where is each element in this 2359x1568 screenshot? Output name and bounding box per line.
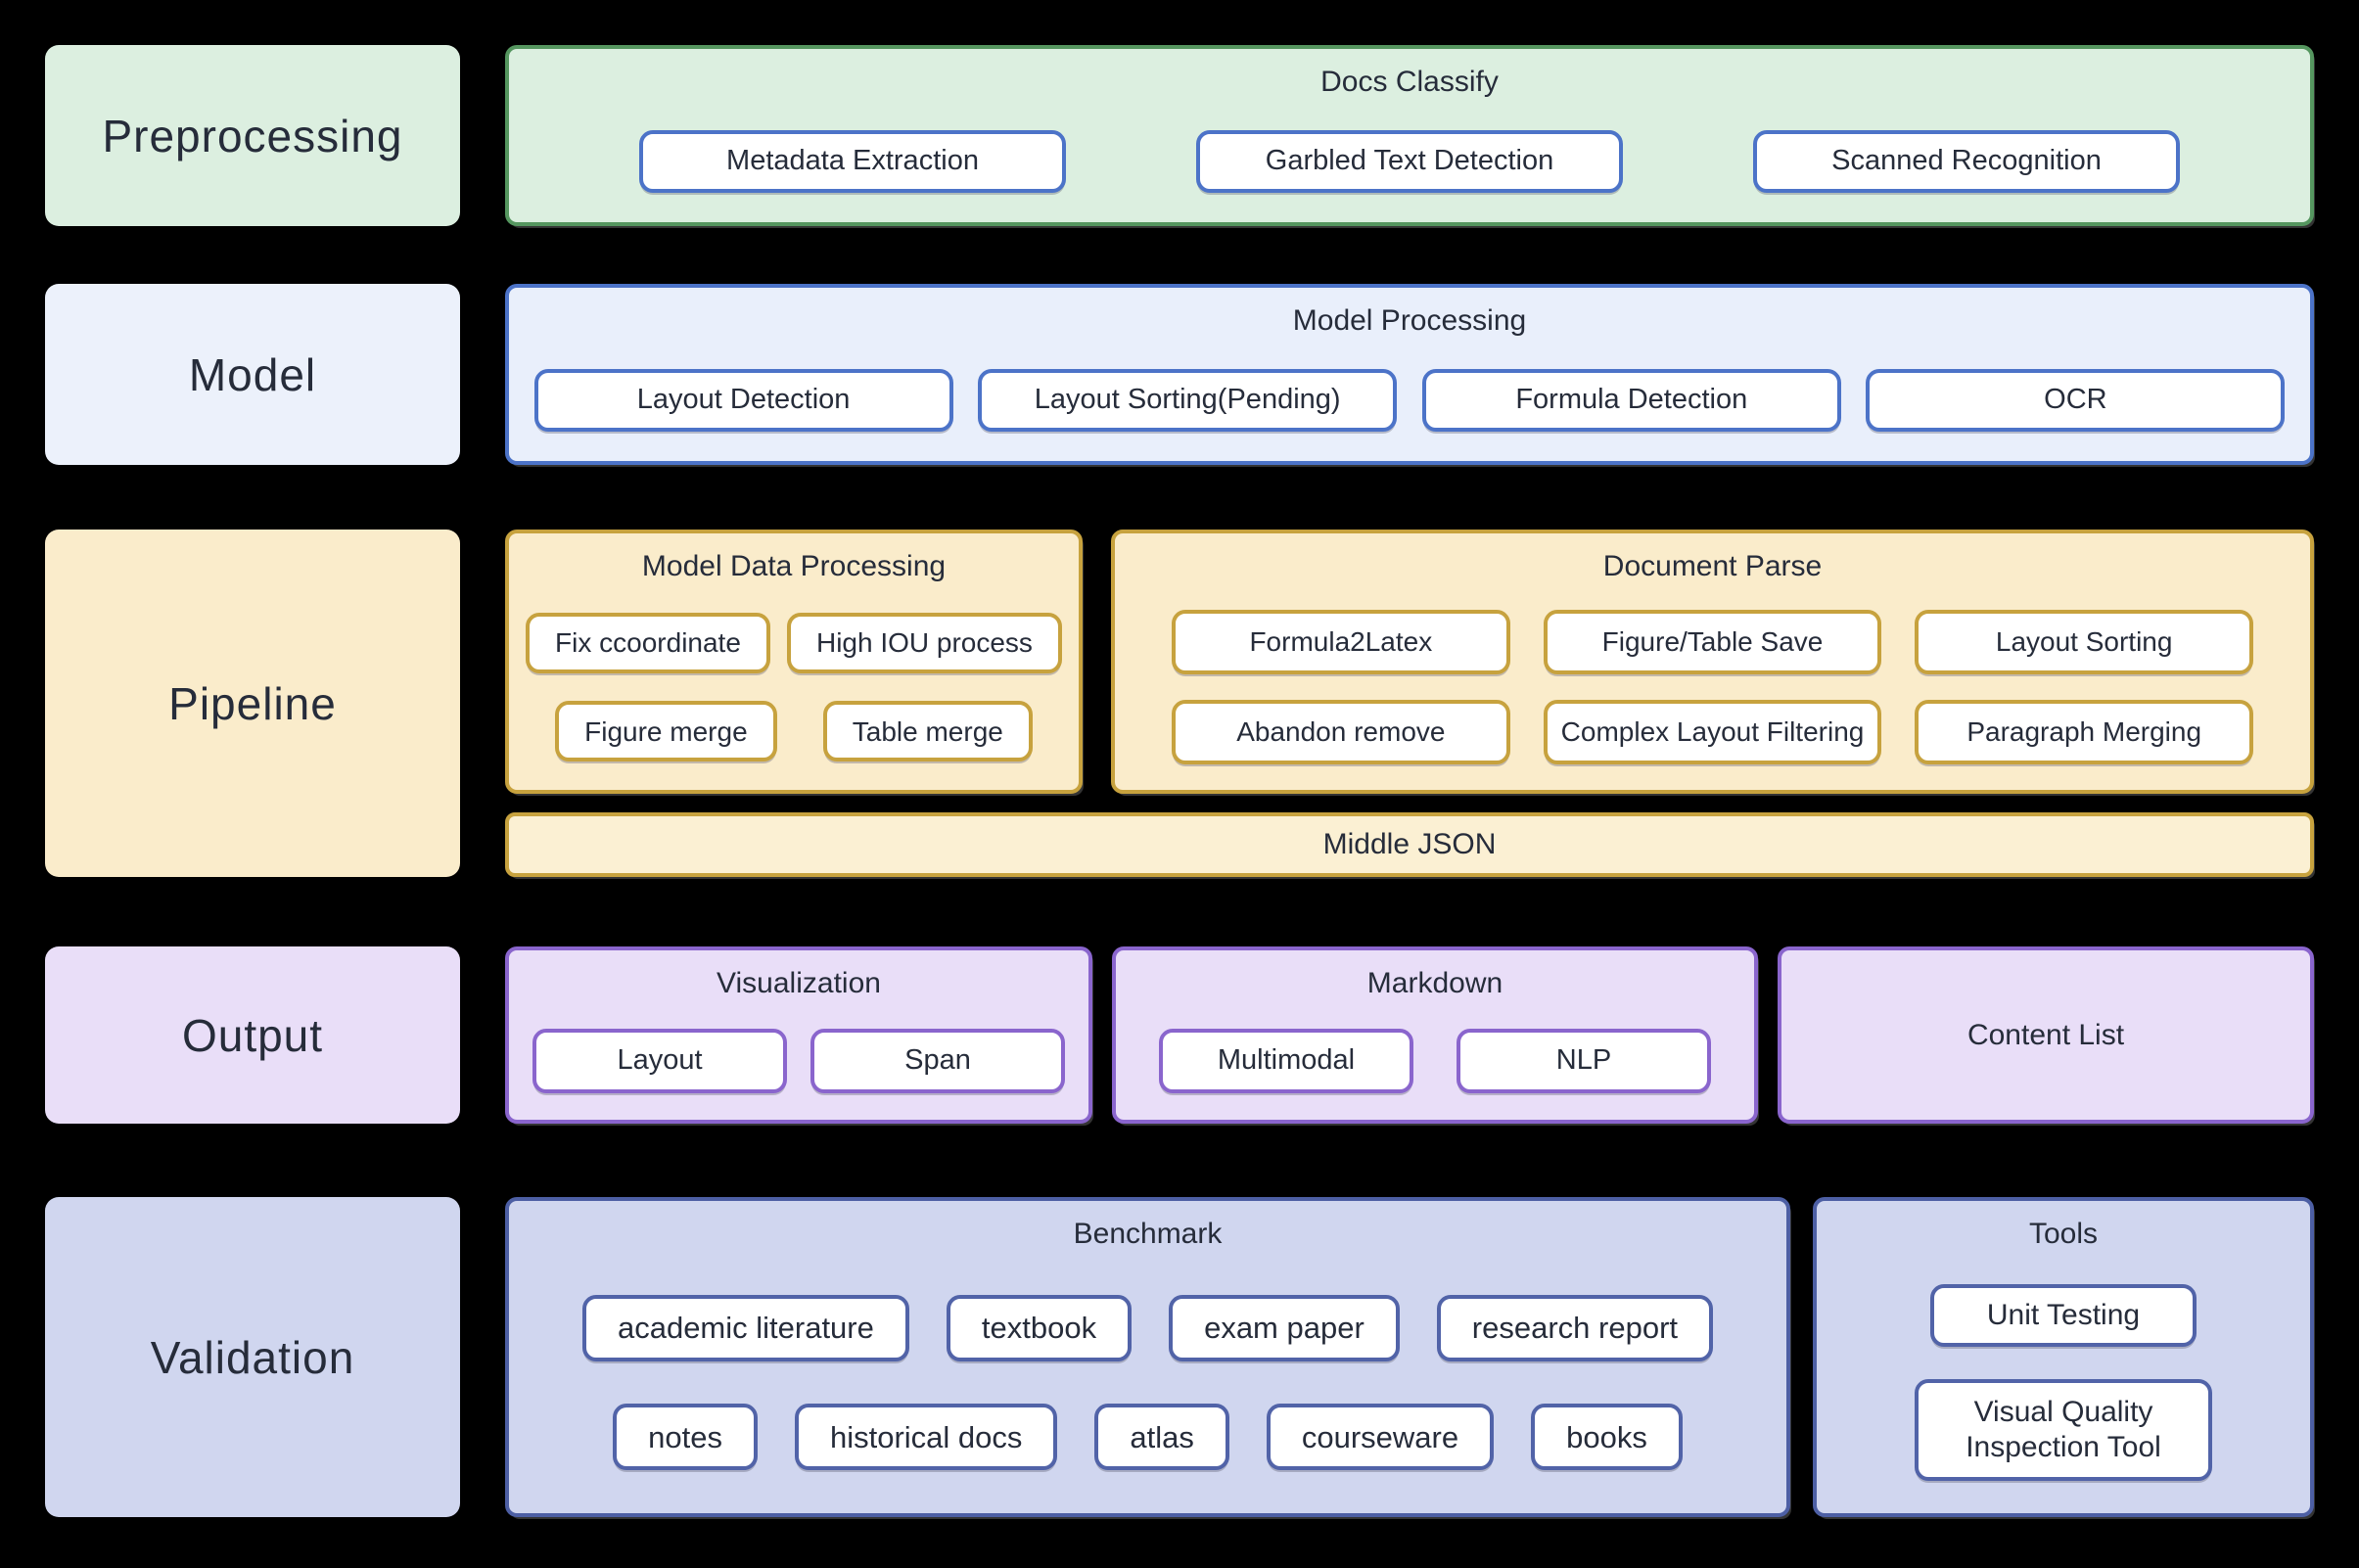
node-formula-detection: Formula Detection xyxy=(1421,368,1841,432)
node-research-report: research report xyxy=(1436,1294,1714,1361)
node-paragraph-merging: Paragraph Merging xyxy=(1915,700,2254,764)
row-label-validation: Validation xyxy=(45,1197,460,1517)
panel-visualization: Visualization Layout Span xyxy=(505,946,1092,1124)
row-output: Output Visualization Layout Span Markdow… xyxy=(45,946,2314,1124)
row-label-model: Model xyxy=(45,284,460,465)
panel-title-document-parse: Document Parse xyxy=(1602,550,1823,582)
banner-middle-json: Middle JSON xyxy=(505,812,2314,877)
panel-docs-classify: Docs Classify Metadata Extraction Garble… xyxy=(505,45,2314,226)
panel-title-model-data-processing: Model Data Processing xyxy=(641,550,947,582)
node-visual-quality-inspection-tool: Visual Quality Inspection Tool xyxy=(1915,1379,2212,1481)
node-layout-sorting: Layout Sorting xyxy=(1915,610,2254,674)
node-notes: notes xyxy=(613,1404,758,1471)
node-garbled-text-detection: Garbled Text Detection xyxy=(1196,129,1623,193)
node-ocr: OCR xyxy=(1866,368,2286,432)
node-books: books xyxy=(1531,1404,1683,1471)
panel-markdown: Markdown Multimodal NLP xyxy=(1112,946,1758,1124)
panel-title-docs-classify: Docs Classify xyxy=(1320,66,1499,98)
panel-model-processing: Model Processing Layout Detection Layout… xyxy=(505,284,2314,465)
node-nlp: NLP xyxy=(1457,1028,1711,1093)
row-label-output: Output xyxy=(45,946,460,1124)
node-academic-literature: academic literature xyxy=(581,1294,909,1361)
node-textbook: textbook xyxy=(946,1294,1133,1361)
panel-tools: Tools Unit Testing Visual Quality Inspec… xyxy=(1813,1197,2314,1517)
panel-benchmark: Benchmark academic literature textbook e… xyxy=(505,1197,1790,1517)
panel-title-markdown: Markdown xyxy=(1366,967,1503,999)
node-multimodal: Multimodal xyxy=(1159,1028,1413,1093)
panel-title-benchmark: Benchmark xyxy=(1073,1218,1223,1250)
node-table-merge: Table merge xyxy=(822,701,1033,762)
node-courseware: courseware xyxy=(1266,1404,1495,1471)
node-atlas: atlas xyxy=(1094,1404,1229,1471)
row-label-preprocessing: Preprocessing xyxy=(45,45,460,226)
row-validation: Validation Benchmark academic literature… xyxy=(45,1197,2314,1517)
node-exam-paper: exam paper xyxy=(1169,1294,1400,1361)
node-historical-docs: historical docs xyxy=(794,1404,1058,1471)
row-label-pipeline: Pipeline xyxy=(45,530,460,877)
row-preprocessing: Preprocessing Docs Classify Metadata Ext… xyxy=(45,45,2314,226)
panel-model-data-processing: Model Data Processing Fix ccoordinate Hi… xyxy=(505,530,1083,794)
node-span: Span xyxy=(810,1028,1065,1093)
row-model: Model Model Processing Layout Detection … xyxy=(45,284,2314,465)
node-fix-ccoordinate: Fix ccoordinate xyxy=(526,612,770,673)
node-figure-table-save: Figure/Table Save xyxy=(1543,610,1882,674)
node-formula2latex: Formula2Latex xyxy=(1172,610,1510,674)
node-high-iou-process: High IOU process xyxy=(786,612,1062,673)
node-abandon-remove: Abandon remove xyxy=(1172,700,1510,764)
node-layout-sorting-pending: Layout Sorting(Pending) xyxy=(978,368,1398,432)
node-complex-layout-filtering: Complex Layout Filtering xyxy=(1543,700,1882,764)
node-content-list: Content List xyxy=(1966,1018,2125,1051)
panel-title-visualization: Visualization xyxy=(717,967,881,999)
node-unit-testing: Unit Testing xyxy=(1930,1284,2197,1347)
node-layout-detection: Layout Detection xyxy=(533,368,953,432)
panel-document-parse: Document Parse Formula2Latex Figure/Tabl… xyxy=(1111,530,2314,794)
panel-title-model-processing: Model Processing xyxy=(1292,304,1527,337)
node-layout: Layout xyxy=(532,1028,787,1093)
panel-content-list: Content List xyxy=(1778,946,2314,1124)
panel-title-tools: Tools xyxy=(2028,1218,2099,1250)
row-pipeline: Pipeline Model Data Processing Fix ccoor… xyxy=(45,530,2314,877)
node-scanned-recognition: Scanned Recognition xyxy=(1753,129,2180,193)
node-metadata-extraction: Metadata Extraction xyxy=(639,129,1066,193)
node-figure-merge: Figure merge xyxy=(555,701,777,762)
